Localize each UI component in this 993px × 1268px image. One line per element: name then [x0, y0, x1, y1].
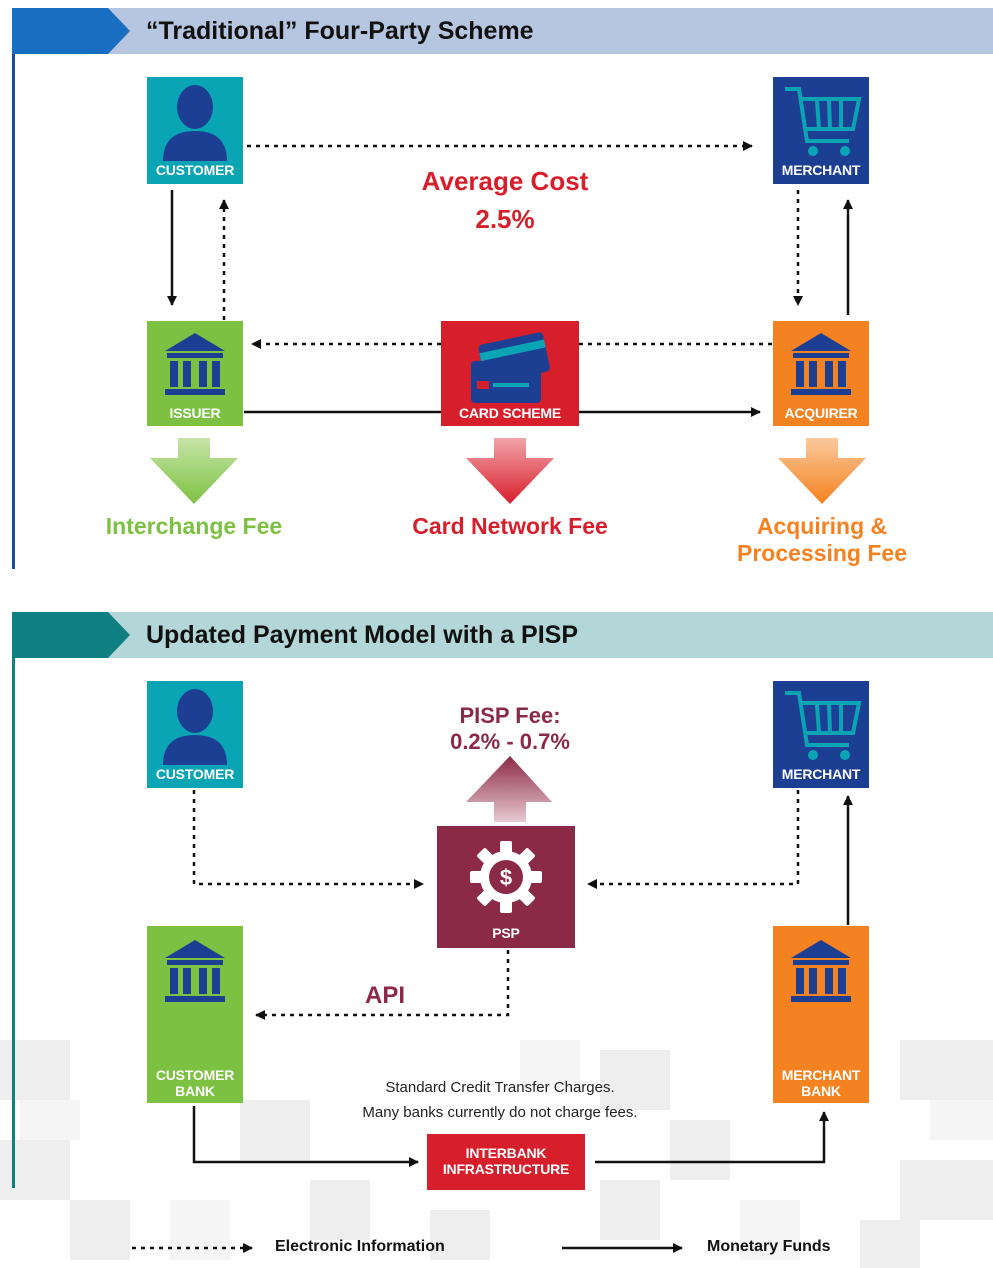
customer-bank-label-line2: BANK [175, 1083, 215, 1099]
shopping-cart-icon [785, 87, 862, 156]
pisp-merchant-node: MERCHANT [773, 681, 869, 788]
acquiring-fee-label-line2: Processing Fee [736, 540, 908, 566]
legend-monetary-label: Monetary Funds [707, 1238, 831, 1255]
gear-dollar-icon: $ [470, 841, 542, 913]
charges-line2: Many banks currently do not charge fees. [362, 1104, 638, 1121]
merchant-bank-label-line2: BANK [801, 1083, 841, 1099]
section1-title-bar: “Traditional” Four-Party Scheme [12, 8, 993, 54]
customer-label: CUSTOMER [155, 162, 235, 178]
pisp-fee-arrow [466, 756, 552, 822]
customer-bank-label-line1: CUSTOMER [155, 1067, 235, 1083]
section2-title: Updated Payment Model with a PISP [146, 621, 579, 649]
psp-node: $ PSP [437, 826, 575, 948]
legend-electronic-label: Electronic Information [275, 1238, 445, 1255]
charges-line1: Standard Credit Transfer Charges. [385, 1079, 615, 1096]
api-label: API [364, 982, 405, 1009]
pisp-fee-line1: PISP Fee: [459, 703, 561, 728]
merchant-node: MERCHANT [773, 77, 869, 184]
interchange-fee-arrow [150, 438, 238, 504]
interbank-label-line2: INFRASTRUCTURE [442, 1161, 570, 1177]
card-scheme-label: CARD SCHEME [458, 405, 562, 421]
pisp-customer-label: CUSTOMER [155, 766, 235, 782]
issuer-node: ISSUER [147, 321, 243, 426]
average-cost-label: Average Cost [421, 166, 589, 196]
card-network-fee-label: Card Network Fee [412, 513, 608, 539]
interbank-node: INTERBANK INFRASTRUCTURE [427, 1134, 585, 1190]
svg-text:$: $ [500, 865, 512, 890]
acquirer-node: ACQUIRER [773, 321, 869, 426]
section1-title: “Traditional” Four-Party Scheme [146, 17, 534, 45]
section2-title-bar: Updated Payment Model with a PISP [12, 612, 993, 658]
bank-icon [791, 333, 851, 395]
psp-label: PSP [492, 925, 520, 941]
section2-title-chevron [12, 612, 130, 658]
interchange-fee-label: Interchange Fee [105, 513, 283, 539]
customer-bank-node: CUSTOMER BANK [147, 926, 243, 1103]
merchant-label: MERCHANT [781, 162, 861, 178]
merchant-bank-label-line1: MERCHANT [781, 1067, 861, 1083]
acquirer-label: ACQUIRER [784, 405, 858, 421]
issuer-label: ISSUER [169, 405, 221, 421]
merchant-bank-node: MERCHANT BANK [773, 926, 869, 1103]
section2-side-rule [12, 658, 15, 1188]
acquiring-fee-label-line1: Acquiring & [756, 513, 888, 539]
customer-node: CUSTOMER [147, 77, 243, 184]
interbank-label-line1: INTERBANK [465, 1145, 547, 1161]
card-scheme-node: CARD SCHEME [441, 321, 579, 426]
bank-icon [165, 940, 225, 1002]
bank-icon [791, 940, 851, 1002]
section1-title-chevron [12, 8, 130, 54]
pisp-fee-line2: 0.2% - 0.7% [450, 729, 570, 754]
section1-side-rule [12, 54, 15, 569]
acquiring-fee-arrow [778, 438, 866, 504]
person-icon [163, 85, 227, 161]
person-icon [163, 689, 227, 765]
pisp-merchant-label: MERCHANT [781, 766, 861, 782]
shopping-cart-icon [785, 691, 862, 760]
average-cost-value: 2.5% [475, 204, 535, 234]
card-network-fee-arrow [466, 438, 554, 504]
credit-card-icon [471, 332, 550, 403]
pisp-customer-node: CUSTOMER [147, 681, 243, 788]
bank-icon [165, 333, 225, 395]
